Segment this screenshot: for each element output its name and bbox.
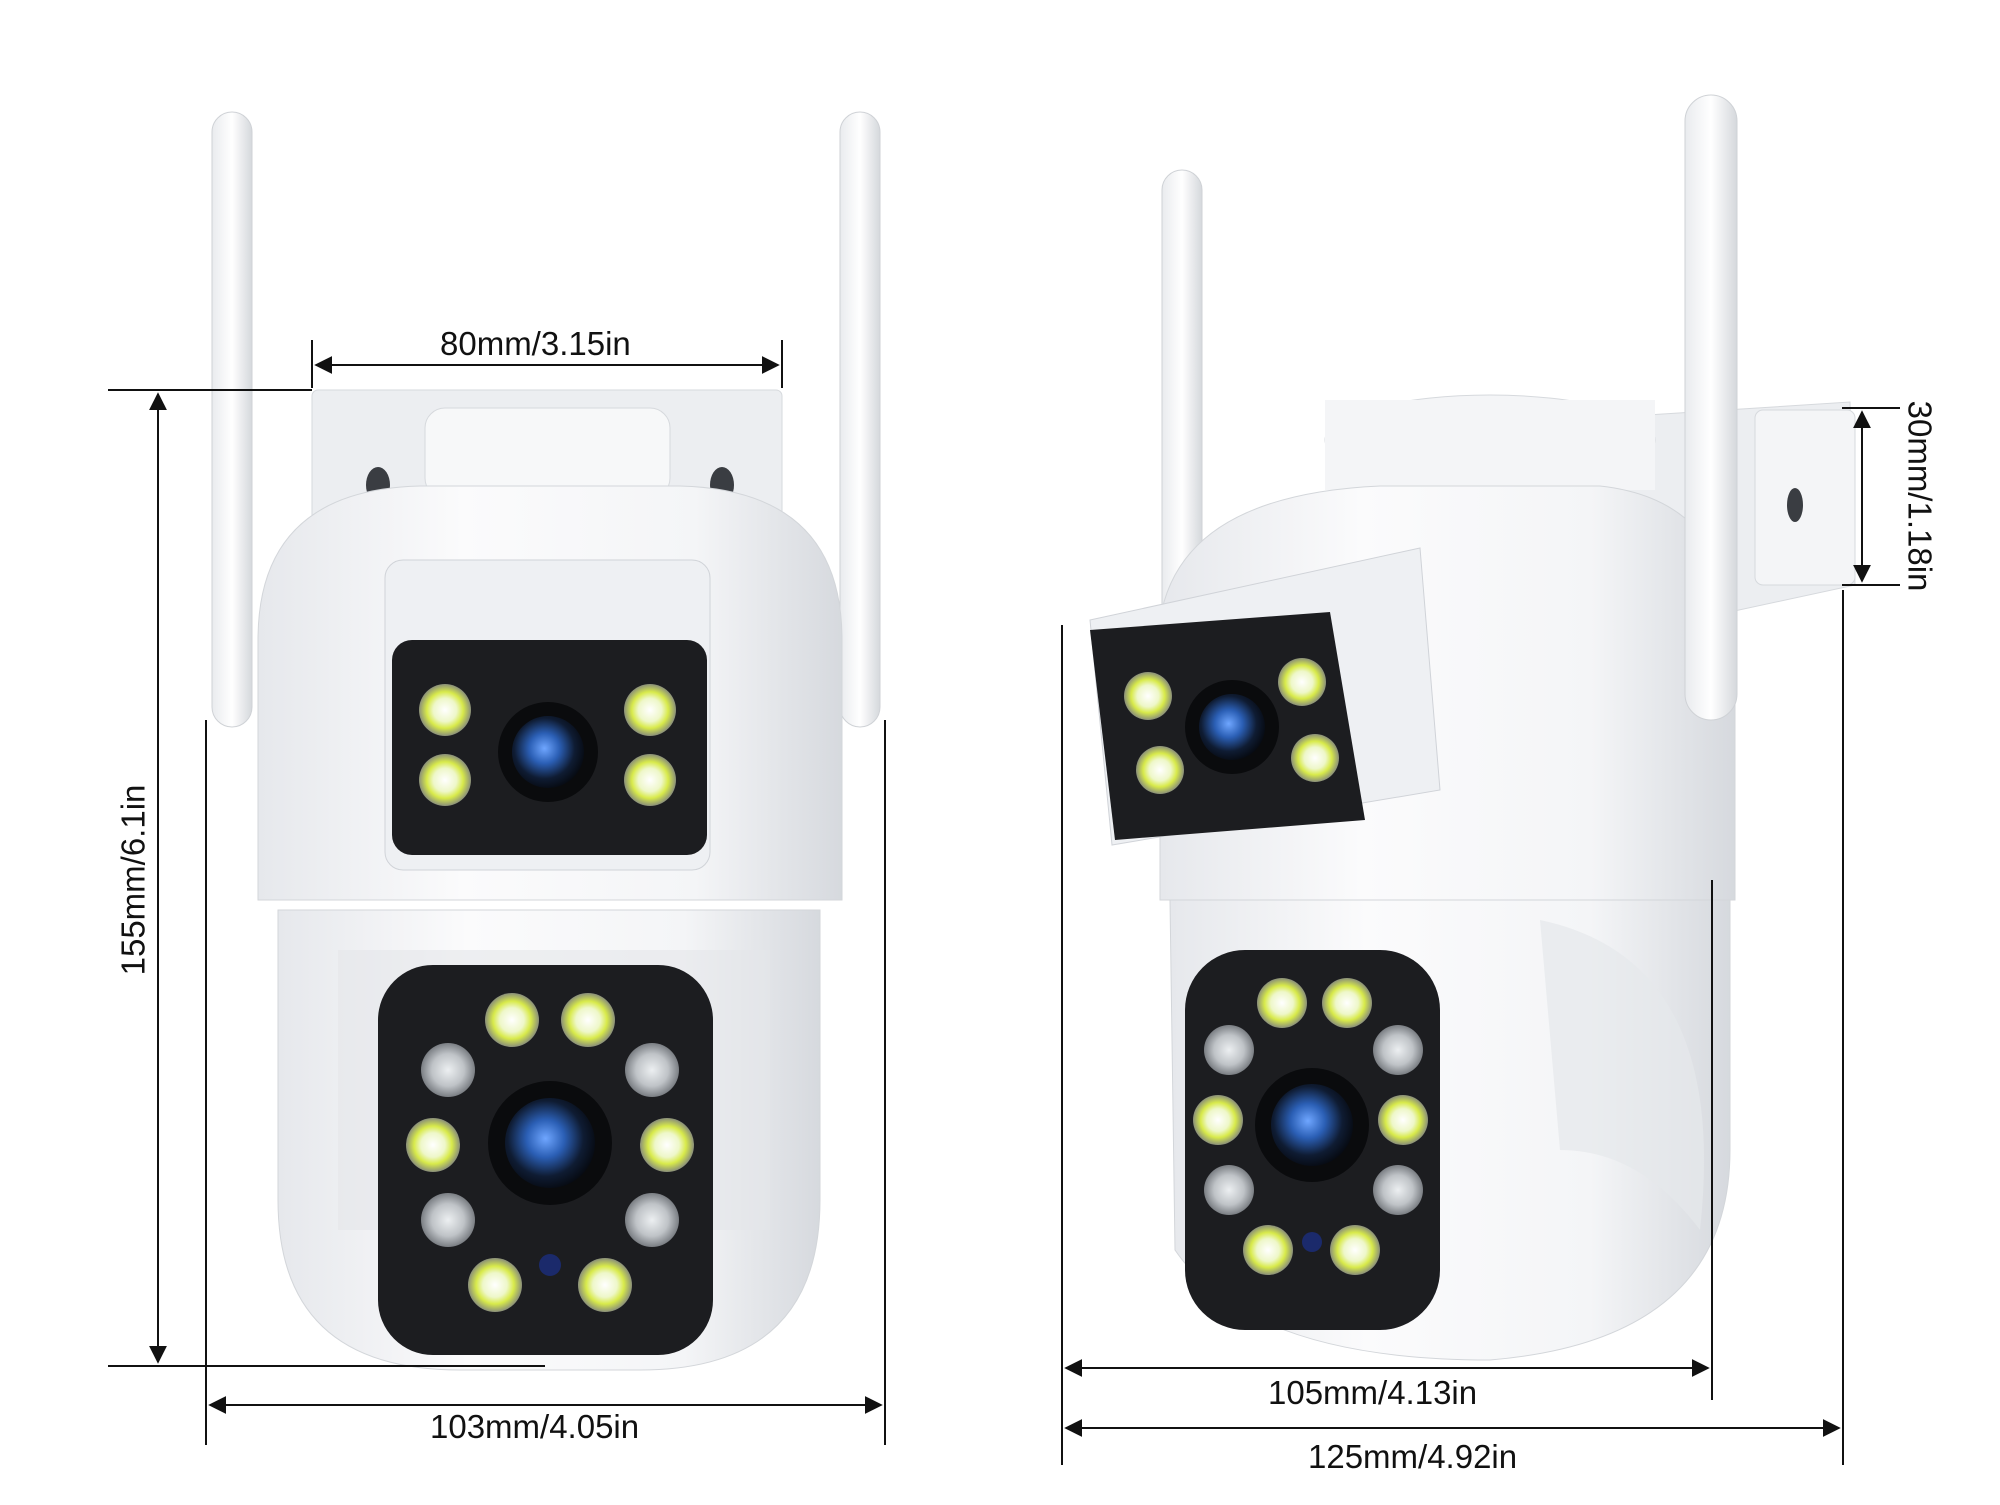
led-icon — [624, 684, 676, 736]
lens-icon — [512, 716, 584, 788]
led-icon — [1373, 1165, 1423, 1215]
led-icon — [419, 754, 471, 806]
lens-icon — [1199, 694, 1265, 760]
led-icon — [625, 1193, 679, 1247]
led-icon — [1193, 1095, 1243, 1145]
led-icon — [624, 754, 676, 806]
lens-icon — [505, 1098, 595, 1188]
led-icon — [1291, 734, 1339, 782]
front-lower-leds — [406, 993, 694, 1312]
dim-side-total-width: 125mm/4.92in — [1308, 1438, 1518, 1475]
led-icon — [625, 1043, 679, 1097]
led-icon — [1257, 978, 1307, 1028]
led-icon — [1204, 1165, 1254, 1215]
led-icon — [406, 1118, 460, 1172]
dimension-lines — [108, 340, 1900, 1465]
led-icon — [421, 1043, 475, 1097]
dim-front-body-width: 103mm/4.05in — [430, 1408, 640, 1445]
led-icon — [1322, 978, 1372, 1028]
led-icon — [1373, 1025, 1423, 1075]
led-icon — [1136, 746, 1184, 794]
led-icon — [1378, 1095, 1428, 1145]
side-upper-leds — [1124, 658, 1339, 794]
led-icon — [419, 684, 471, 736]
dim-side-bracket-depth: 30mm/1.18in — [1901, 400, 1939, 592]
led-icon — [421, 1193, 475, 1247]
led-icon — [1124, 672, 1172, 720]
led-icon — [578, 1258, 632, 1312]
side-lower-leds — [1193, 978, 1428, 1275]
dim-front-height: 155mm/6.1in — [114, 784, 152, 976]
dim-front-top-width: 80mm/3.15in — [440, 325, 631, 362]
led-icon — [468, 1258, 522, 1312]
led-icon — [1243, 1225, 1293, 1275]
lens-icon — [1271, 1084, 1353, 1166]
led-icon — [561, 993, 615, 1047]
led-icon — [485, 993, 539, 1047]
led-icon — [640, 1118, 694, 1172]
led-icon — [1278, 658, 1326, 706]
dim-side-body-width: 105mm/4.13in — [1268, 1374, 1478, 1411]
led-icon — [1204, 1025, 1254, 1075]
led-icon — [1330, 1225, 1380, 1275]
front-upper-leds — [419, 684, 676, 806]
